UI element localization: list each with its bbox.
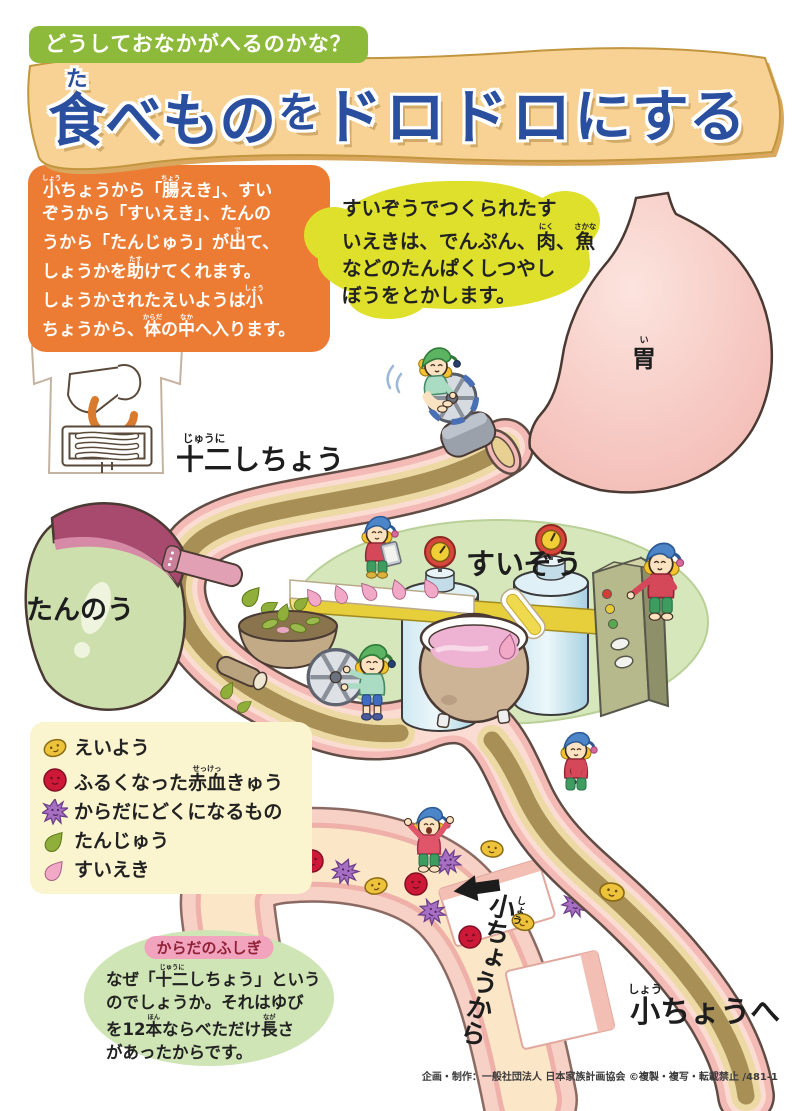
bubble-line: いえきは、でんぷん、肉にく、魚さかな [342, 222, 597, 253]
label-pancreas: すいぞう [466, 547, 583, 581]
intro-text-box: 小しょうちょうから「腸ちょうえき」、すい ぞうから「すいえき」、たんの うから「… [28, 165, 330, 352]
motion-lines [386, 364, 403, 394]
legend-label: すいえき [74, 859, 150, 881]
legend-item: たんじゅう [42, 828, 304, 854]
label-stomach: 胃い [632, 336, 656, 373]
pressure-gauge-icon [424, 536, 456, 572]
elf-wheel-rider [418, 347, 461, 413]
bile-drop-icon [42, 828, 68, 854]
title-banner [0, 0, 794, 175]
trivia-line: なぜ「十二じゅうにしちょう」という [106, 964, 321, 989]
duodenum-tube [148, 418, 775, 1111]
legend-item: すいえき [42, 857, 304, 883]
intro-line: しょうかされたえいようは小しょう [42, 284, 264, 311]
title-part-dorodoro: ドロドロ [322, 82, 575, 153]
legend-box: えいよう ふるくなった赤血せっけっきゅう からだにどくになるもの たんじゅう す… [30, 722, 312, 894]
elf-clipboard-inspector [361, 515, 402, 579]
legend-item: ふるくなった赤血せっけっきゅう [42, 764, 304, 796]
bile-bowl [237, 601, 339, 670]
pressure-gauge-icon [535, 524, 567, 560]
elf-waving [404, 806, 454, 873]
legend-label: えいよう [74, 737, 150, 759]
fallen-pipe-piece [216, 655, 268, 691]
intro-line: 小しょうちょうから「腸ちょうえき」、すい [42, 174, 273, 201]
old-red-blood-cell-icon [43, 768, 67, 792]
pancreatic-juice-drop-icon [42, 857, 68, 883]
label-to-small-intestine: 小しょうちょうへ [628, 982, 781, 1030]
page-title: 食たべもの を ドロドロ にする [0, 62, 794, 162]
legend-label: たんじゅう [74, 830, 170, 852]
intro-line: ぞうから「すいえき」、たんの [42, 204, 271, 224]
label-duodenum: 十二じゅうにしちょう [176, 432, 345, 476]
label-gallbladder: たんのう [26, 595, 134, 626]
juice-pot [418, 612, 530, 729]
nutrient-icon [42, 735, 68, 761]
legend-item: からだにどくになるもの [42, 799, 304, 825]
toxin-icon [42, 799, 68, 825]
bubble-line: などのたんぱくしつやし [342, 257, 556, 280]
elf-watcher [560, 731, 598, 791]
bile-pipe [161, 545, 244, 588]
title-part-suffix: にする [574, 84, 746, 150]
credit-line: 企画・制作：一般社団法人 日本家族計画協会 ©複製・複写・転載禁止 /481-1 [421, 1072, 778, 1083]
spare-wheel-icon [306, 648, 365, 707]
intro-line: うから「たんじゅう」が出でて、 [42, 226, 280, 253]
stomach [528, 191, 774, 494]
title-part-particle: を [278, 87, 321, 137]
bubble-line: ぼうをとかします。 [342, 284, 516, 307]
elf-valve-carrier [306, 644, 396, 721]
question-pill: どうしておなかがへるのかな？ [29, 26, 368, 63]
gallbladder [24, 501, 281, 711]
body-trivia-box: からだのふしぎ なぜ「十二じゅうにしちょう」という のでしょうか。それはゆび を… [84, 930, 334, 1066]
juice-chute [500, 588, 546, 640]
legend-item: えいよう [42, 735, 304, 761]
pancreas-speech-bubble: すいぞうでつくられたす いえきは、でんぷん、肉にく、魚さかな などのたんぱくしつ… [304, 181, 600, 319]
legend-label: からだにどくになるもの [74, 801, 283, 823]
trivia-line: を12本ほんならべただけ長ながさ [106, 1014, 294, 1039]
title-part-food: 食たべもの [48, 67, 277, 154]
trivia-line: があったからです。 [106, 1043, 253, 1062]
trivia-line: のでしょうか。それはゆび [106, 993, 304, 1012]
intro-line: しょうかを助たすけてくれます。 [42, 255, 261, 282]
body-trivia-title: からだのふしぎ [144, 936, 274, 959]
bubble-line: すいぞうでつくられたす [342, 197, 557, 220]
legend-label: ふるくなった赤血せっけっきゅう [74, 764, 284, 794]
intro-line: ちょうから、体からだの中なかへ入ります。 [42, 313, 296, 340]
elf-panel-operator [626, 542, 685, 621]
